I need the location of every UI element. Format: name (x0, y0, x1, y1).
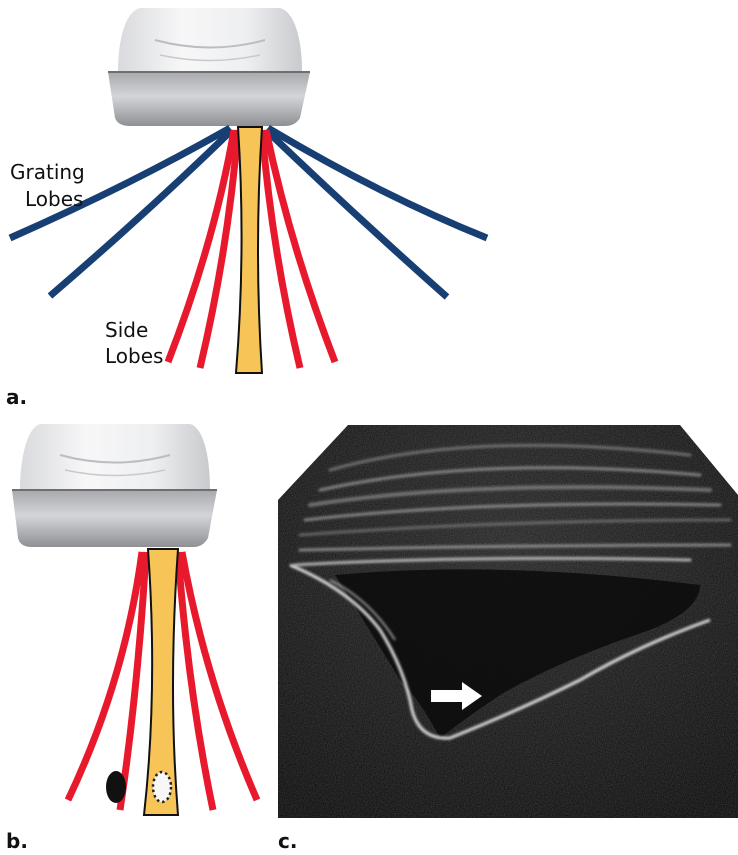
side-lobes-label-line1: Side (105, 318, 148, 342)
artifact-ghost-object (153, 772, 171, 802)
ultrasound-probe-icon (12, 424, 217, 547)
main-beam (236, 127, 262, 373)
panel-b: b. (6, 424, 257, 853)
ultrasound-probe-icon (108, 8, 310, 126)
panel-label-a: a. (6, 385, 27, 409)
grating-lobes-label-line1: Grating (10, 160, 85, 184)
panel-label-b: b. (6, 829, 28, 853)
grating-lobe-right-outer (268, 128, 487, 238)
panel-label-c: c. (278, 829, 297, 853)
off-axis-object (106, 771, 126, 803)
side-lobes-label-line2: Lobes (105, 344, 163, 368)
grating-lobe-right-inner (266, 130, 447, 297)
grating-lobe-left-inner (50, 130, 232, 296)
side-lobe-1 (68, 552, 142, 800)
side-lobe-3 (178, 552, 213, 810)
panel-a: Grating Lobes Side Lobes a. (6, 8, 487, 409)
grating-lobes-label-line2: Lobes (25, 187, 83, 211)
panel-c: c. (278, 425, 738, 853)
